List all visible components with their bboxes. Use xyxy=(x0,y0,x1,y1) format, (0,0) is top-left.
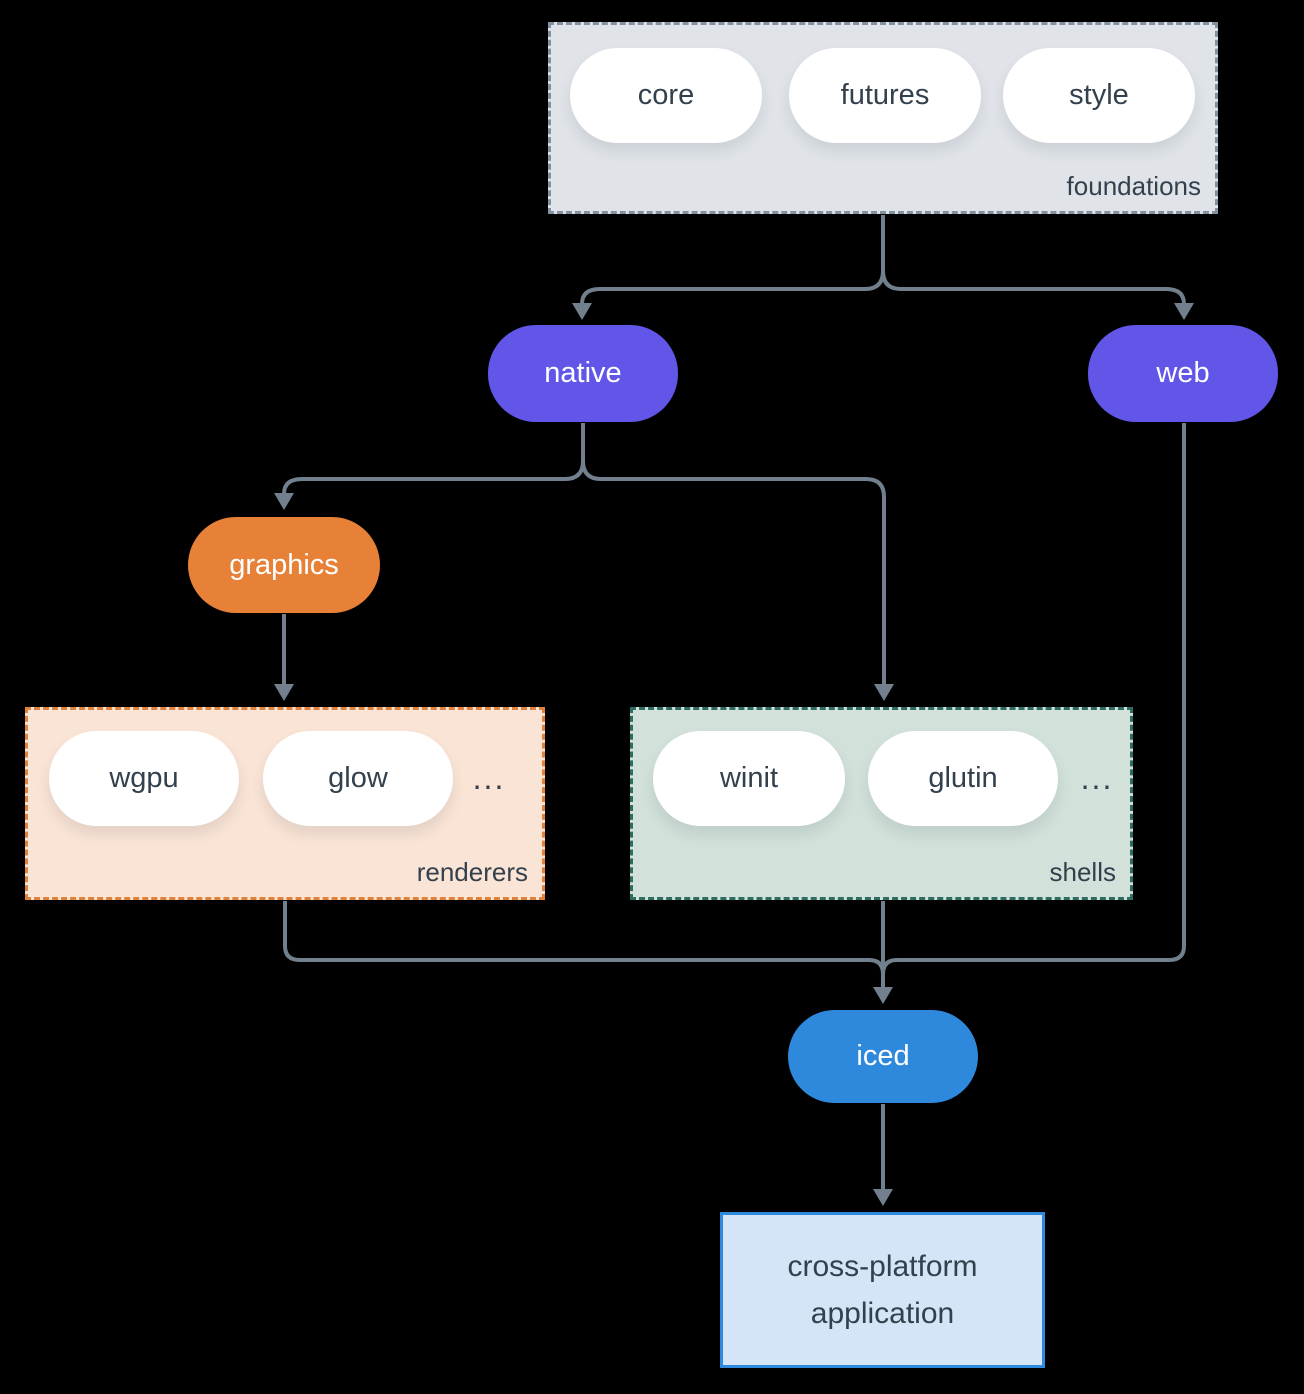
node-futures-label: futures xyxy=(840,79,930,111)
arrowhead-iced xyxy=(873,987,893,1004)
edge-renderers-to-iced xyxy=(283,901,885,975)
node-core-label: core xyxy=(637,79,695,111)
node-futures: futures xyxy=(789,48,981,143)
renderers-ellipsis: ... xyxy=(472,760,506,796)
renderers-group-box: wgpu glow ... renderers xyxy=(25,707,545,900)
arrowhead-renderers xyxy=(274,684,294,701)
node-style-label: style xyxy=(1069,79,1129,111)
node-native-label: native xyxy=(544,357,622,389)
node-wgpu-label: wgpu xyxy=(109,762,179,794)
node-glutin: glutin xyxy=(868,731,1058,826)
node-wgpu: wgpu xyxy=(49,731,239,826)
node-graphics-label: graphics xyxy=(229,548,339,581)
node-winit-label: winit xyxy=(719,762,778,794)
edge-foundations-to-native xyxy=(580,215,885,305)
node-web-label: web xyxy=(1156,357,1210,389)
arrowhead-native xyxy=(572,303,592,320)
node-native: native xyxy=(488,325,678,422)
arrowhead-shells xyxy=(874,684,894,701)
application-label-line2: application xyxy=(810,1297,955,1330)
edge-foundations-to-web xyxy=(881,270,1186,305)
shells-label: shells xyxy=(1049,857,1116,887)
node-glow: glow xyxy=(263,731,453,826)
node-style: style xyxy=(1003,48,1195,143)
foundations-group-box: core futures style foundations xyxy=(548,22,1218,214)
node-glow-label: glow xyxy=(328,762,388,794)
node-web: web xyxy=(1088,325,1278,422)
node-graphics: graphics xyxy=(188,517,380,613)
connector-group xyxy=(282,215,1186,1190)
foundations-label: foundations xyxy=(1066,171,1201,201)
edge-native-to-graphics xyxy=(282,423,585,495)
node-iced: iced xyxy=(788,1010,978,1103)
edge-native-to-shells xyxy=(581,460,886,685)
arrowhead-web xyxy=(1174,303,1194,320)
arrowhead-application xyxy=(873,1189,893,1206)
node-core: core xyxy=(570,48,762,143)
node-glutin-label: glutin xyxy=(928,762,998,794)
shells-group-box: winit glutin ... shells xyxy=(630,707,1133,900)
node-iced-label: iced xyxy=(856,1040,910,1072)
arrowhead-graphics xyxy=(274,493,294,510)
node-winit: winit xyxy=(653,731,845,826)
renderers-label: renderers xyxy=(416,857,528,887)
application-box: cross-platform application xyxy=(720,1212,1045,1368)
arrowhead-group xyxy=(274,303,1194,1206)
shells-ellipsis: ... xyxy=(1080,760,1114,796)
application-label-line1: cross-platform xyxy=(787,1250,978,1283)
